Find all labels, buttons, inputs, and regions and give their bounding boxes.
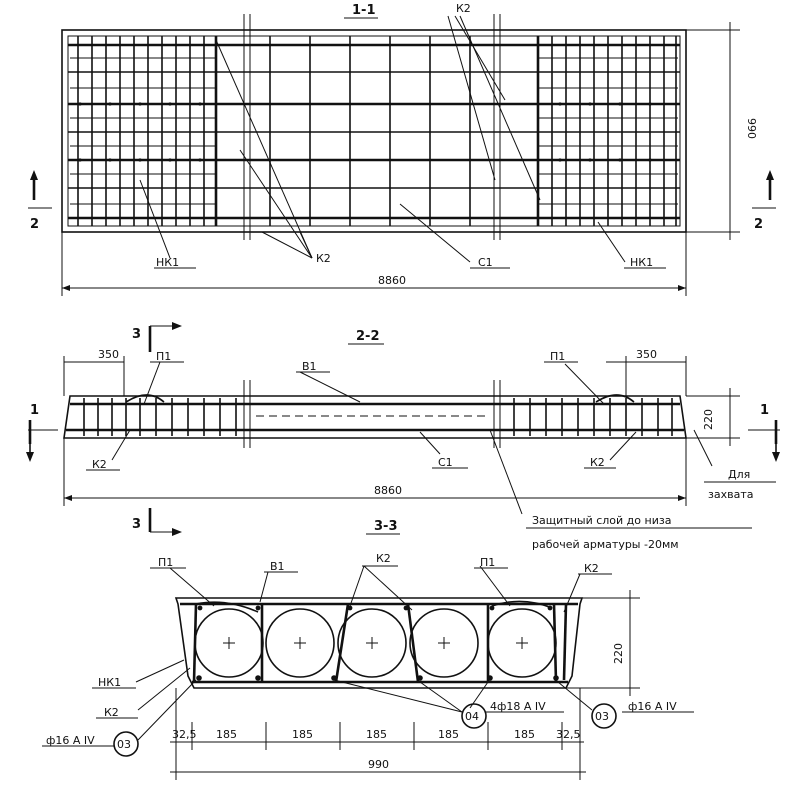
dim-chain-4: 185 <box>438 728 459 741</box>
break-lines-plan <box>243 14 501 240</box>
dim-chain-0: 32,5 <box>172 728 197 741</box>
label-b1: В1 <box>302 360 317 373</box>
dim-chain-2: 185 <box>292 728 313 741</box>
label-bar-right: ф16 А IV <box>628 700 677 713</box>
cut-mark-left-2 <box>28 170 52 209</box>
hollow-core-2 <box>265 608 335 678</box>
cut-mark-right-2 <box>752 170 776 209</box>
cut-label-left: 2 <box>30 217 39 232</box>
leaders-elevation <box>111 361 713 515</box>
cut-label-right: 2 <box>754 217 763 232</box>
bubble-03-right <box>591 703 617 729</box>
hollow-core-4 <box>409 608 479 678</box>
end-mesh-right-plan <box>536 36 678 226</box>
cut-label-right-1: 1 <box>760 403 769 418</box>
label-c1-elevation: С1 <box>438 456 453 469</box>
dim-height-text: 990 <box>745 118 758 139</box>
slab-outline-plan <box>61 29 687 233</box>
dim-height-elevation-text: 220 <box>702 409 715 430</box>
bubble-03-right-text: 03 <box>595 710 609 723</box>
longitudinal-bars-plan <box>68 43 680 220</box>
hollow-cores <box>194 608 557 678</box>
dim-height-plan <box>686 22 740 240</box>
right-cage-elevation <box>513 398 673 436</box>
cross-cages <box>192 600 568 683</box>
dim-350-right-text: 350 <box>636 348 657 361</box>
hollow-core-3 <box>337 608 407 678</box>
bubble-04-text: 04 <box>465 710 479 723</box>
section-2-2-title: 2-2 <box>356 329 380 344</box>
label-c1: С1 <box>478 256 493 269</box>
cut-label-left-1: 1 <box>30 403 39 418</box>
section-3-3-title: 3-3 <box>374 519 398 534</box>
middle-mesh-plan <box>269 36 471 226</box>
cut-mark-left-1 <box>26 420 58 462</box>
note-cover-line1: Защитный слой до низа <box>532 514 671 527</box>
label-k2-top-cross: К2 <box>376 552 391 565</box>
label-k2-left-cross: К2 <box>104 706 119 719</box>
cut-mark-3-top <box>148 322 182 352</box>
dim-length-plan <box>61 232 687 296</box>
label-k2-right-cross: К2 <box>584 562 599 575</box>
label-p1-right: П1 <box>550 350 565 363</box>
note-lift-line1: Для <box>728 468 750 481</box>
label-k2-top: К2 <box>456 2 471 15</box>
dim-length-elevation <box>63 438 687 506</box>
dim-chain-bottom <box>170 688 586 780</box>
leaders-cross <box>135 565 593 741</box>
label-bar-left: ф16 А IV <box>46 734 95 747</box>
cut-label-3-bottom: 3 <box>132 517 141 532</box>
cut-label-3-top: 3 <box>132 327 141 342</box>
bubble-03-left-text: 03 <box>117 738 131 751</box>
dim-350-left-text: 350 <box>98 348 119 361</box>
note-lift-line2: захвата <box>708 488 753 501</box>
cut-mark-right-1 <box>748 420 780 462</box>
label-nk1-right: НК1 <box>630 256 653 269</box>
label-p1-left-cross: П1 <box>158 556 173 569</box>
label-p1-right-cross: П1 <box>480 556 495 569</box>
bubble-04 <box>461 703 487 729</box>
dim-height-cross <box>566 590 640 696</box>
dim-350-left <box>63 356 125 396</box>
section-3-3: 3-3 <box>42 519 694 780</box>
slab-inner-outline-plan <box>67 35 681 227</box>
dim-350-right <box>606 356 687 396</box>
break-lines-elevation <box>243 380 501 448</box>
dim-chain-6: 32,5 <box>556 728 581 741</box>
label-k2-right: К2 <box>590 456 605 469</box>
section-2-2: 2-2 <box>26 322 780 551</box>
leaders-plan <box>139 15 626 263</box>
section-1-1: 1-1 <box>28 2 776 296</box>
dim-length-elevation-text: 8860 <box>374 484 402 497</box>
section-1-1-title: 1-1 <box>352 3 376 18</box>
label-p1-left: П1 <box>156 350 171 363</box>
cross-bar-dots <box>196 605 559 681</box>
lifting-loop-left <box>125 394 165 403</box>
label-nk1-left: НК1 <box>156 256 179 269</box>
cut-mark-3-bottom <box>148 508 182 536</box>
label-b1-cross: В1 <box>270 560 285 573</box>
dim-chain-3: 185 <box>366 728 387 741</box>
left-cage-elevation <box>83 398 237 436</box>
label-nk1-cross: НК1 <box>98 676 121 689</box>
dim-height-elevation <box>686 388 740 446</box>
label-k2-bottom: К2 <box>316 252 331 265</box>
bubble-03-left <box>113 731 139 757</box>
dim-chain-5: 185 <box>514 728 535 741</box>
label-bar-mid: 4ф18 А IV <box>490 700 546 713</box>
dim-chain-1: 185 <box>216 728 237 741</box>
slab-outline-elevation <box>63 395 687 439</box>
bar-dots-plan <box>78 102 652 162</box>
dim-height-cross-text: 220 <box>612 643 625 664</box>
label-k2-left: К2 <box>92 458 107 471</box>
end-mesh-left-plan <box>70 36 218 226</box>
dim-length-text: 8860 <box>378 274 406 287</box>
note-cover-line2: рабочей арматуры -20мм <box>532 538 679 551</box>
dim-total-cross: 990 <box>368 758 389 771</box>
